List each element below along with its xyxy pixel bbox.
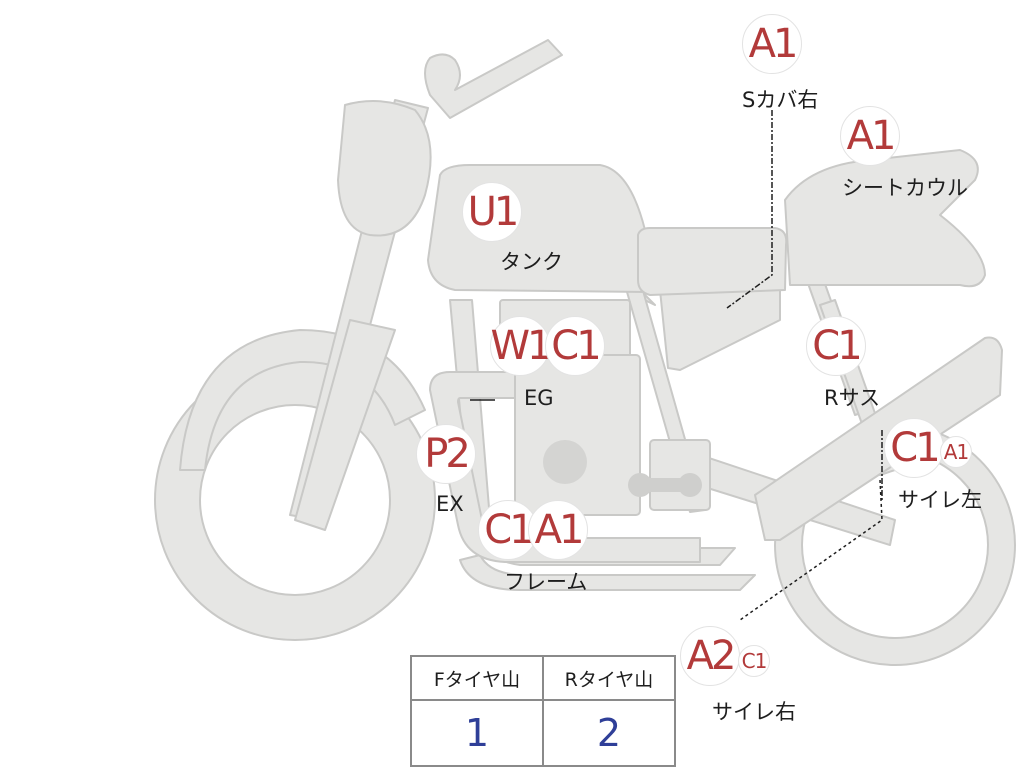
frame-grade-2: A1 [528,500,588,560]
front-tire-value: 1 [411,700,544,766]
seat-cowl-grade: A1 [840,106,900,166]
frame-label: フレーム [504,570,588,594]
exhaust-grade: P2 [416,424,476,484]
silencer-left-grade-1: C1 [884,418,944,478]
seat-cowl-label: シートカウル [842,176,968,200]
s-cover-right-label: Sカバ右 [742,88,819,112]
frame-lower [459,554,756,591]
silencer-left-label: サイレ左 [898,488,982,512]
engine-grade-2: C1 [545,316,605,376]
rear-suspension-label: Rサス [824,386,881,410]
rear-tire-value: 2 [596,711,622,755]
rear-suspension-grade: C1 [806,316,866,376]
silencer-right-label: サイレ右 [712,700,796,724]
silencer-right-grade-1: A2 [680,626,740,686]
engine-block [514,354,641,516]
front-tire-header: Fタイヤ山 [411,656,544,701]
s-cover-right-grade: A1 [742,14,802,74]
leader-s-cover [726,110,773,309]
engine-cover [649,439,711,511]
rear-tire-header: Rタイヤ山 [543,656,675,701]
leader-silencer-right [739,479,883,621]
engine-label: EG [524,386,554,410]
tank-label: タンク [500,250,563,274]
engine-case [543,440,587,484]
silencer-right-grade-2: C1 [738,645,770,677]
silencer-left-grade-2: A1 [940,436,972,468]
exhaust-label: EX [436,492,464,516]
seat [637,227,788,296]
fork-leg [294,319,396,531]
handlebar [424,39,563,119]
seat-cowl [784,149,986,288]
headlight [337,100,432,237]
tire-tread-table: Fタイヤ山 Rタイヤ山 1 2 [410,655,676,767]
tank-grade: U1 [462,182,522,242]
engine-grade-1: W1 [490,316,553,376]
